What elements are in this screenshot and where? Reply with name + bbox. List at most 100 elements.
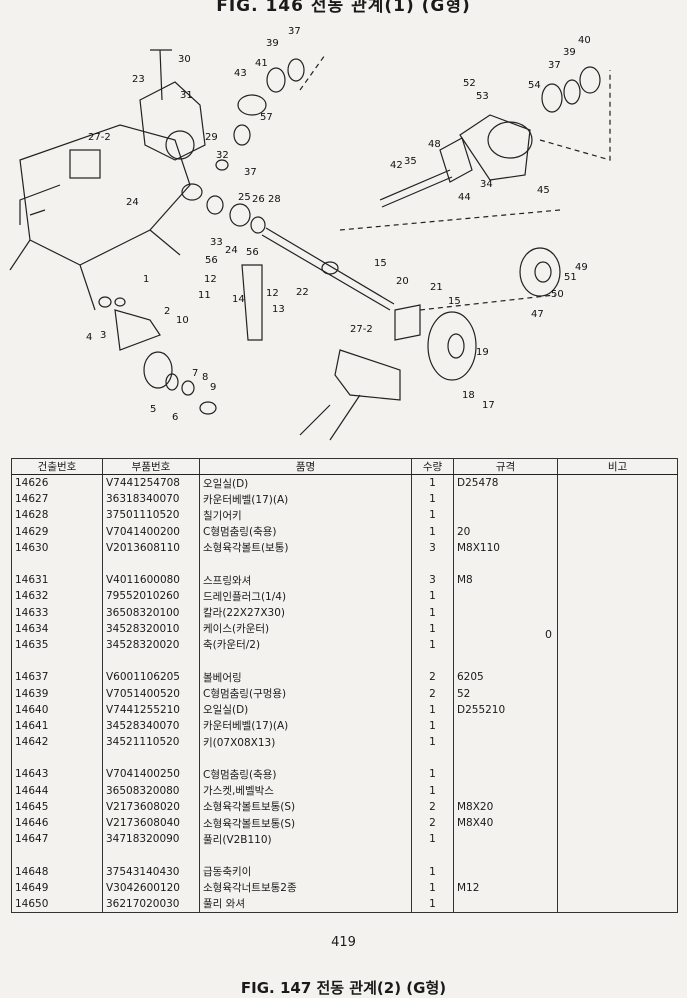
callout-label: 24 <box>225 245 238 256</box>
callout-label: 18 <box>462 390 475 401</box>
callout-label: 30 <box>178 54 191 65</box>
cell-spec <box>453 620 558 637</box>
cell-part-name: C형멈춤링(축용) <box>199 523 412 540</box>
chassis-frame <box>19 124 191 266</box>
callout-label: 4 <box>86 332 92 343</box>
counter-case <box>139 81 206 161</box>
cell-quantity: 1 <box>411 588 454 605</box>
spacer-cell <box>453 750 558 767</box>
callout-label: 19 <box>476 347 489 358</box>
column-header: 비고 <box>557 458 678 475</box>
spacer-cell <box>199 847 412 864</box>
callout-label: 6 <box>172 412 178 423</box>
spacer-row <box>11 555 678 573</box>
cell-quantity: 1 <box>411 766 454 783</box>
cell-part-name: 키(07X08X13) <box>199 734 412 751</box>
column-header: 수량 <box>411 458 454 475</box>
cell-quantity: 1 <box>411 474 454 492</box>
figure-title: FIG. 146 전동 관계(1) (G형) <box>216 0 471 16</box>
cell-quantity: 2 <box>411 669 454 686</box>
cell-remarks <box>557 798 678 815</box>
spacer-cell <box>411 653 454 670</box>
cell-quantity: 2 <box>411 685 454 702</box>
cell-spec <box>453 734 558 751</box>
page-number: 419 <box>331 935 356 950</box>
callout-label: 12 <box>266 288 279 299</box>
cell-part-number: V7041400200 <box>102 523 200 540</box>
cell-part-number: 36508320080 <box>102 782 200 799</box>
callout-label: 27-2 <box>88 132 111 143</box>
cell-item-number: 14642 <box>11 734 103 751</box>
lower-support-block <box>334 349 401 401</box>
pulley-15 <box>427 311 477 381</box>
cell-quantity: 1 <box>411 831 454 848</box>
spacer-cell <box>453 847 558 864</box>
cell-quantity: 1 <box>411 604 454 621</box>
cell-part-name: 소형육각너트보통2종 <box>199 879 412 896</box>
bevel-gear <box>237 94 267 116</box>
cell-quantity: 1 <box>411 895 454 914</box>
spacer-cell <box>199 653 412 670</box>
callout-label: 11 <box>198 290 211 301</box>
cell-spec: M8X20 <box>453 798 558 815</box>
callout-label: 45 <box>537 185 550 196</box>
cell-part-name: 카운터베벨(17)(A) <box>199 491 412 508</box>
callout-label: 31 <box>180 90 193 101</box>
callout-label: 51 <box>564 272 577 283</box>
spacer-cell <box>199 750 412 767</box>
callout-label: 56 <box>246 247 259 258</box>
cell-item-number: 14650 <box>11 895 103 914</box>
cell-part-number: 34528320010 <box>102 620 200 637</box>
callout-label: 20 <box>396 276 409 287</box>
callout-label: 17 <box>482 400 495 411</box>
cell-item-number: 14639 <box>11 685 103 702</box>
callout-label: 25 <box>238 192 251 203</box>
cell-part-number: 34528340070 <box>102 717 200 734</box>
cell-item-number: 14630 <box>11 539 103 556</box>
callout-label: 9 <box>210 382 216 393</box>
callout-label: 29 <box>205 132 218 143</box>
cell-quantity: 1 <box>411 523 454 540</box>
cell-spec <box>453 895 558 914</box>
cell-part-number: 37501110520 <box>102 507 200 524</box>
cell-quantity: 3 <box>411 539 454 556</box>
spacer-cell <box>453 653 558 670</box>
cell-quantity: 1 <box>411 782 454 799</box>
spacer-cell <box>557 555 678 573</box>
callout-label: 23 <box>132 74 145 85</box>
cell-spec: 52 <box>453 685 558 702</box>
callout-label: 34 <box>480 179 493 190</box>
callout-label: 5 <box>150 404 156 415</box>
cell-item-number: 14643 <box>11 766 103 783</box>
cell-item-number: 14629 <box>11 523 103 540</box>
cell-remarks <box>557 701 678 718</box>
cell-remarks <box>557 685 678 702</box>
cell-part-number: V7441254708 <box>102 474 200 492</box>
callout-labels: 30 23 31 27-2 39 37 41 43 57 29 32 37 24… <box>86 26 591 423</box>
callout-label: 37 <box>548 60 561 71</box>
cell-item-number: 14641 <box>11 717 103 734</box>
cell-part-name: 스프링와셔 <box>199 572 412 589</box>
cell-part-number: 34521110520 <box>102 734 200 751</box>
cell-part-name: 가스켓,베벨박스 <box>199 782 412 799</box>
callout-label: 35 <box>404 156 417 167</box>
pillow-block <box>394 304 421 341</box>
cell-part-number: V7041400250 <box>102 766 200 783</box>
callout-label: 24 <box>126 197 139 208</box>
spacer-cell <box>102 555 200 573</box>
cell-part-number: V2173608020 <box>102 798 200 815</box>
cell-spec: 6205 <box>453 669 558 686</box>
callout-label: 37 <box>244 167 257 178</box>
cell-part-name: 소형육각볼트보통(S) <box>199 814 412 832</box>
callout-label: 43 <box>234 68 247 79</box>
cell-remarks <box>557 895 678 914</box>
